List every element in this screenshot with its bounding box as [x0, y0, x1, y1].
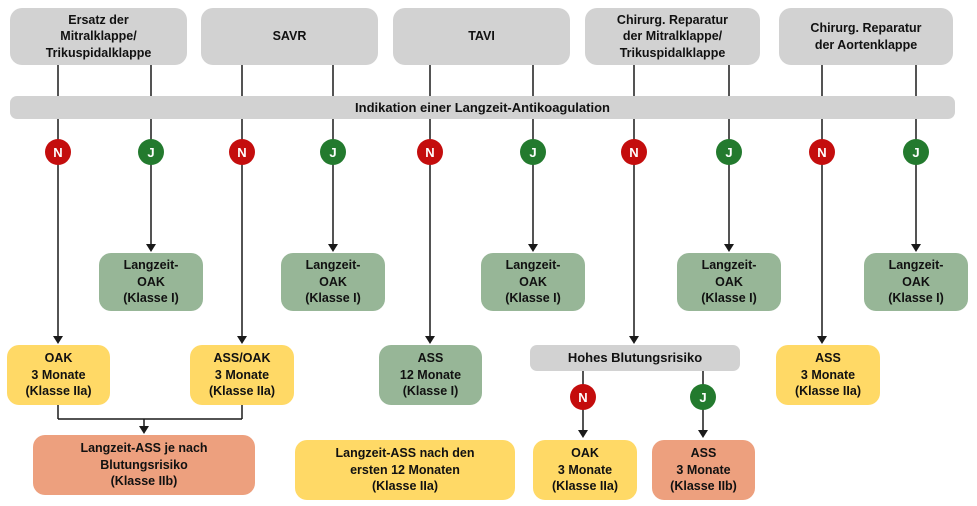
- outcome-longterm-oak-box: Langzeit- OAK (Klasse I): [99, 253, 203, 311]
- outcome-ass-3m-iia-box: ASS 3 Monate (Klasse IIa): [776, 345, 880, 405]
- branch-yes-node: J: [138, 139, 164, 165]
- procedure-box-tavi: TAVI: [393, 8, 570, 65]
- procedure-box-mitral-repair: Chirurg. Reparatur der Mitralklappe/ Tri…: [585, 8, 760, 65]
- procedure-box-mitral-replacement: Ersatz der Mitralklappe/ Trikuspidalklap…: [10, 8, 187, 65]
- outcome-ass-oak-3m-box: ASS/OAK 3 Monate (Klasse IIa): [190, 345, 294, 405]
- procedure-box-aortic-repair: Chirurg. Reparatur der Aortenklappe: [779, 8, 953, 65]
- outcome-ass-12m-box: ASS 12 Monate (Klasse I): [379, 345, 482, 405]
- branch-no-node: N: [809, 139, 835, 165]
- procedure-box-savr: SAVR: [201, 8, 378, 65]
- outcome-oak-3m-iia-box: OAK 3 Monate (Klasse IIa): [533, 440, 637, 500]
- branch-no-node: N: [417, 139, 443, 165]
- outcome-longterm-ass-bleeding-box: Langzeit-ASS je nach Blutungsrisiko (Kla…: [33, 435, 255, 495]
- branch-yes-node: J: [716, 139, 742, 165]
- outcome-longterm-ass-12m-box: Langzeit-ASS nach den ersten 12 Monaten …: [295, 440, 515, 500]
- branch-yes-node: J: [903, 139, 929, 165]
- branch-yes-node: J: [320, 139, 346, 165]
- branch-no-node: N: [229, 139, 255, 165]
- outcome-ass-3m-iib-box: ASS 3 Monate (Klasse IIb): [652, 440, 755, 500]
- bleeding-no-node: N: [570, 384, 596, 410]
- branch-no-node: N: [621, 139, 647, 165]
- bleeding-yes-node: J: [690, 384, 716, 410]
- indication-bar: Indikation einer Langzeit-Antikoagulatio…: [10, 96, 955, 119]
- outcome-longterm-oak-box: Langzeit- OAK (Klasse I): [864, 253, 968, 311]
- branch-no-node: N: [45, 139, 71, 165]
- outcome-longterm-oak-box: Langzeit- OAK (Klasse I): [677, 253, 781, 311]
- outcome-oak-3m-box: OAK 3 Monate (Klasse IIa): [7, 345, 110, 405]
- branch-yes-node: J: [520, 139, 546, 165]
- outcome-longterm-oak-box: Langzeit- OAK (Klasse I): [481, 253, 585, 311]
- bleeding-risk-bar: Hohes Blutungsrisiko: [530, 345, 740, 371]
- outcome-longterm-oak-box: Langzeit- OAK (Klasse I): [281, 253, 385, 311]
